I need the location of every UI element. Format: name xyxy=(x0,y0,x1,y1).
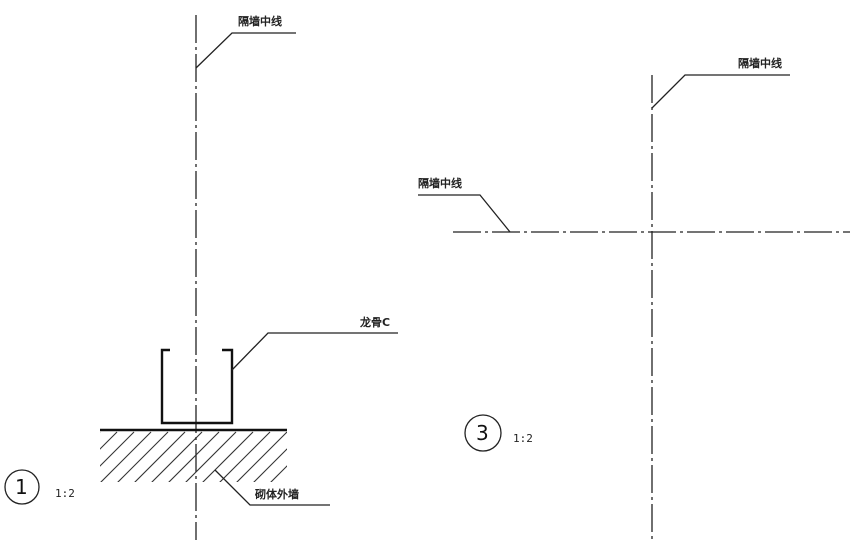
hatch-line xyxy=(100,431,135,467)
hatch-line xyxy=(286,432,338,484)
wall-label: 砌体外墙 xyxy=(254,487,299,501)
hatch-line xyxy=(100,431,118,450)
stud-label: 龙骨C xyxy=(359,315,390,329)
detail-number-circle xyxy=(464,414,502,452)
hatch-line xyxy=(253,448,287,482)
detail-scale: 1:2 xyxy=(55,487,75,500)
hatch-line xyxy=(202,431,254,482)
hatch-line xyxy=(100,432,101,433)
hatch-line xyxy=(185,431,237,482)
stud-leader xyxy=(231,332,398,371)
detail-3: 隔墙中线 隔墙中线 3 1:2 xyxy=(418,56,850,540)
hatch-line xyxy=(236,431,287,482)
hatch-line xyxy=(134,431,186,482)
horizontal-centerline-leader xyxy=(418,194,511,233)
wall-leader xyxy=(214,469,330,506)
c-stud-profile xyxy=(160,348,234,425)
hatch-line xyxy=(270,465,287,482)
detail-number: 1 xyxy=(15,475,28,499)
hatch-line xyxy=(100,431,152,482)
hatch-line xyxy=(117,431,169,482)
hatch-line xyxy=(168,431,220,482)
detail-number: 3 xyxy=(476,421,489,445)
hatch-line xyxy=(219,431,271,482)
vertical-centerline-leader xyxy=(651,74,790,109)
hatch-line xyxy=(151,431,203,482)
centerline-label: 隔墙中线 xyxy=(238,14,282,28)
centerline-leader xyxy=(195,32,296,69)
hatch-line xyxy=(303,432,355,484)
vertical-centerline-label: 隔墙中线 xyxy=(738,56,782,70)
detail-number-circle xyxy=(4,469,40,505)
detail-scale: 1:2 xyxy=(513,432,533,445)
detail-1: 隔墙中线 龙骨C 砌体外墙 1 1:2 xyxy=(4,14,398,540)
masonry-hatch xyxy=(100,431,355,484)
horizontal-centerline-label: 隔墙中线 xyxy=(418,176,462,190)
